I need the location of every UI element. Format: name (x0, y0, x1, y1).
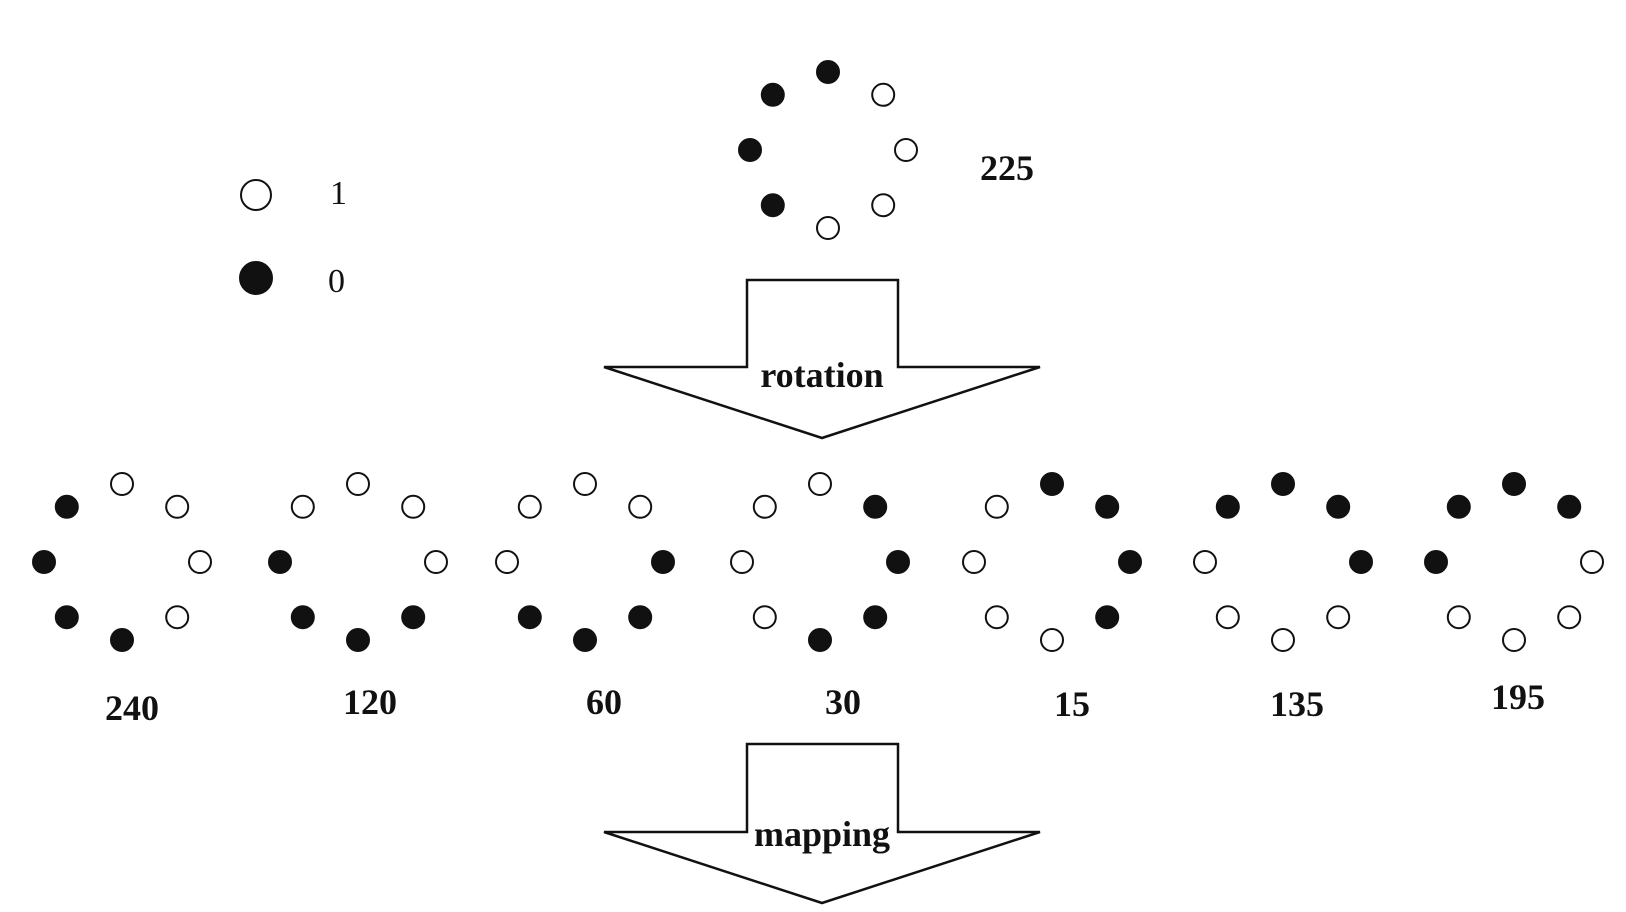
pattern-135-neighbour-0-filled (1349, 550, 1373, 574)
pattern-15-neighbour-3-open (984, 494, 1009, 519)
pattern-120-neighbour-0-open (424, 550, 448, 574)
pattern-195-neighbour-7-open (1557, 605, 1582, 630)
source-neighbour-4-filled (738, 138, 762, 162)
pattern-195-neighbour-3-filled (1446, 494, 1471, 519)
rotated-pattern-120: 120 (268, 472, 448, 722)
pattern-135-neighbour-4-open (1193, 550, 1217, 574)
source-neighbour-7-open (871, 193, 896, 218)
pattern-30-neighbour-1-filled (863, 494, 888, 519)
legend-label-one: 1 (330, 175, 347, 212)
rotated-pattern-value: 30 (825, 682, 861, 722)
pattern-15-neighbour-1-filled (1095, 494, 1120, 519)
pattern-135-neighbour-3-filled (1215, 494, 1240, 519)
pattern-195-neighbour-1-filled (1557, 494, 1582, 519)
legend-filled-circle-icon (239, 261, 273, 295)
pattern-120-neighbour-4-filled (268, 550, 292, 574)
pattern-15-neighbour-6-open (1040, 628, 1064, 652)
rotated-pattern-60: 60 (495, 472, 675, 722)
pattern-135-neighbour-5-open (1215, 605, 1240, 630)
pattern-30-neighbour-3-open (752, 494, 777, 519)
source-neighbour-0-open (894, 138, 918, 162)
source-neighbour-6-open (816, 216, 840, 240)
pattern-30-neighbour-0-filled (886, 550, 910, 574)
pattern-240-neighbour-1-open (165, 494, 190, 519)
pattern-60-neighbour-3-open (517, 494, 542, 519)
legend-filled-circle (239, 261, 273, 295)
pattern-240-neighbour-0-open (188, 550, 212, 574)
rotated-pattern-value: 135 (1270, 684, 1324, 724)
pattern-60-neighbour-4-open (495, 550, 519, 574)
rotation-step-label: rotation (760, 355, 883, 395)
rotated-pattern-value: 240 (105, 688, 159, 728)
mapping-arrow-shape (603, 742, 1041, 905)
pattern-15-neighbour-2-filled (1040, 472, 1064, 496)
pattern-120-neighbour-7-filled (401, 605, 426, 630)
pattern-60-neighbour-2-open (573, 472, 597, 496)
pattern-195-neighbour-0-open (1580, 550, 1604, 574)
legend-open-circle (240, 179, 272, 211)
pattern-240-neighbour-6-filled (110, 628, 134, 652)
pattern-15-neighbour-5-open (984, 605, 1009, 630)
mapping-step-label: mapping (754, 814, 890, 854)
rotated-patterns: 240 120 60 30 15 135 195 (32, 472, 1604, 728)
source-pattern-value: 225 (980, 148, 1034, 188)
rotation-arrow: rotation (603, 278, 1041, 440)
source-pattern-ring (738, 60, 918, 240)
pattern-15-neighbour-7-filled (1095, 605, 1120, 630)
pattern-240-neighbour-2-open (110, 472, 134, 496)
rotation-arrow-shape (603, 278, 1041, 440)
legend-label-zero: 0 (328, 263, 345, 300)
pattern-135-neighbour-1-filled (1326, 494, 1351, 519)
pattern-60-neighbour-6-filled (573, 628, 597, 652)
rotated-pattern-value: 120 (343, 682, 397, 722)
pattern-195-neighbour-6-open (1502, 628, 1526, 652)
mapping-arrow: mapping (603, 742, 1041, 905)
pattern-60-neighbour-1-open (628, 494, 653, 519)
pattern-135-neighbour-7-open (1326, 605, 1351, 630)
rotated-pattern-30: 30 (730, 472, 910, 722)
rotated-pattern-value: 60 (586, 682, 622, 722)
pattern-240-neighbour-3-filled (54, 494, 79, 519)
pattern-120-neighbour-5-filled (290, 605, 315, 630)
rotated-pattern-195: 195 (1424, 472, 1604, 717)
pattern-120-neighbour-3-open (290, 494, 315, 519)
pattern-30-neighbour-5-open (752, 605, 777, 630)
pattern-120-neighbour-1-open (401, 494, 426, 519)
source-neighbour-1-open (871, 82, 896, 107)
pattern-30-neighbour-2-open (808, 472, 832, 496)
rotated-pattern-value: 195 (1491, 677, 1545, 717)
rotated-pattern-135: 135 (1193, 472, 1373, 724)
rotated-pattern-240: 240 (32, 472, 212, 728)
pattern-240-neighbour-7-open (165, 605, 190, 630)
source-neighbour-3-filled (760, 82, 785, 107)
pattern-15-neighbour-0-filled (1118, 550, 1142, 574)
pattern-240-neighbour-4-filled (32, 550, 56, 574)
pattern-60-neighbour-0-filled (651, 550, 675, 574)
pattern-15-neighbour-4-open (962, 550, 986, 574)
pattern-30-neighbour-6-filled (808, 628, 832, 652)
pattern-60-neighbour-7-filled (628, 605, 653, 630)
legend-open-circle-icon (240, 179, 272, 211)
pattern-30-neighbour-4-open (730, 550, 754, 574)
pattern-120-neighbour-6-filled (346, 628, 370, 652)
pattern-135-neighbour-6-open (1271, 628, 1295, 652)
pattern-135-neighbour-2-filled (1271, 472, 1295, 496)
pattern-195-neighbour-2-filled (1502, 472, 1526, 496)
pattern-195-neighbour-5-open (1446, 605, 1471, 630)
pattern-30-neighbour-7-filled (863, 605, 888, 630)
pattern-240-neighbour-5-filled (54, 605, 79, 630)
legend: 1 0 (239, 175, 347, 300)
source-neighbour-2-filled (816, 60, 840, 84)
rotated-pattern-value: 15 (1054, 684, 1090, 724)
rotated-pattern-15: 15 (962, 472, 1142, 724)
pattern-60-neighbour-5-filled (517, 605, 542, 630)
pattern-120-neighbour-2-open (346, 472, 370, 496)
pattern-195-neighbour-4-filled (1424, 550, 1448, 574)
source-neighbour-5-filled (760, 193, 785, 218)
